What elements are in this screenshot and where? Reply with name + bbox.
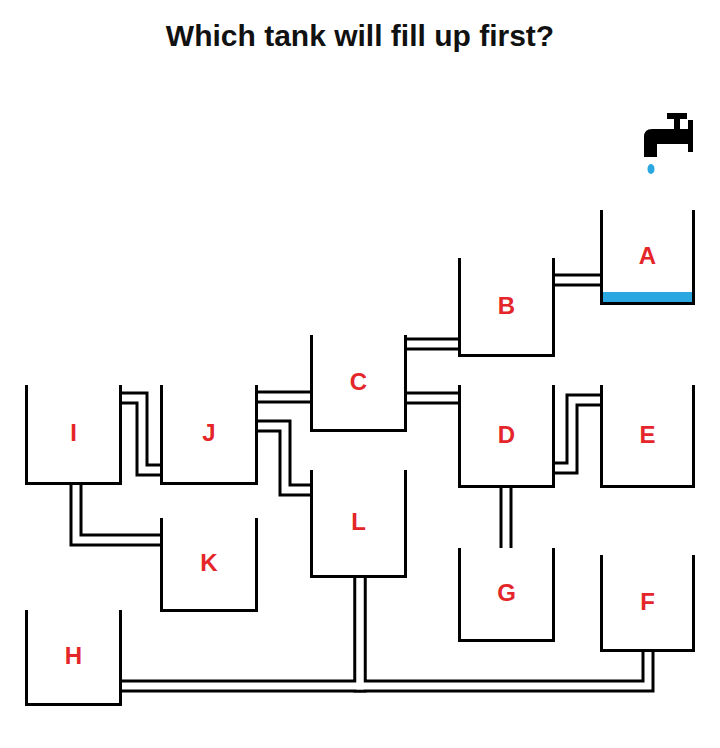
water-drop bbox=[648, 164, 655, 174]
tank: K bbox=[160, 518, 258, 612]
pipe-core bbox=[122, 578, 360, 686]
pipe bbox=[258, 391, 310, 404]
tank-letter: G bbox=[497, 580, 516, 606]
pipe-core bbox=[122, 398, 160, 470]
pipe bbox=[555, 400, 600, 468]
tank-letter: L bbox=[351, 509, 366, 535]
tank-letter: J bbox=[202, 420, 215, 446]
tank: I bbox=[25, 385, 122, 485]
pipe-core bbox=[503, 488, 510, 548]
tank-letter: D bbox=[498, 422, 515, 448]
tank: F bbox=[600, 555, 695, 652]
tank-letter: E bbox=[639, 422, 655, 448]
tank-letter: K bbox=[200, 550, 217, 576]
tank: E bbox=[600, 385, 695, 488]
pipe bbox=[407, 392, 458, 405]
pipe-core bbox=[258, 426, 310, 490]
pipe-core bbox=[258, 394, 310, 401]
water bbox=[603, 292, 692, 302]
tank-letter: I bbox=[70, 420, 77, 446]
faucet-spout bbox=[644, 129, 660, 157]
pipe bbox=[407, 338, 458, 351]
faucet-handle-top bbox=[667, 113, 687, 119]
pipe-core bbox=[407, 341, 458, 348]
pipe-core bbox=[555, 400, 600, 468]
tank: C bbox=[310, 335, 407, 432]
pipe-core bbox=[555, 277, 600, 284]
pipe bbox=[258, 426, 310, 490]
tank-letter: F bbox=[640, 589, 655, 615]
pipe bbox=[76, 485, 160, 540]
pipe bbox=[555, 274, 600, 287]
tank-letter: H bbox=[65, 643, 82, 669]
tank: D bbox=[458, 385, 555, 488]
tank: G bbox=[458, 548, 555, 642]
tank-letter: B bbox=[498, 293, 515, 319]
tank: H bbox=[25, 610, 122, 706]
pipe bbox=[122, 578, 360, 686]
tank: L bbox=[310, 470, 407, 578]
pipe-cores bbox=[76, 280, 648, 686]
tank: J bbox=[160, 385, 258, 485]
pipe bbox=[500, 488, 513, 548]
pipe-core bbox=[360, 578, 648, 686]
faucet-body bbox=[658, 129, 688, 144]
tank-letter: C bbox=[350, 369, 367, 395]
pipe-core bbox=[76, 485, 160, 540]
faucet-handle bbox=[674, 118, 680, 130]
pipe bbox=[360, 578, 648, 686]
title: Which tank will fill up first? bbox=[0, 18, 720, 54]
tank: B bbox=[458, 258, 555, 357]
pipe bbox=[122, 398, 160, 470]
faucet-mount bbox=[688, 120, 693, 152]
tank: A bbox=[600, 210, 695, 305]
tank-letter: A bbox=[639, 243, 656, 269]
pipe-core bbox=[407, 395, 458, 402]
pipe-walls bbox=[76, 280, 648, 686]
